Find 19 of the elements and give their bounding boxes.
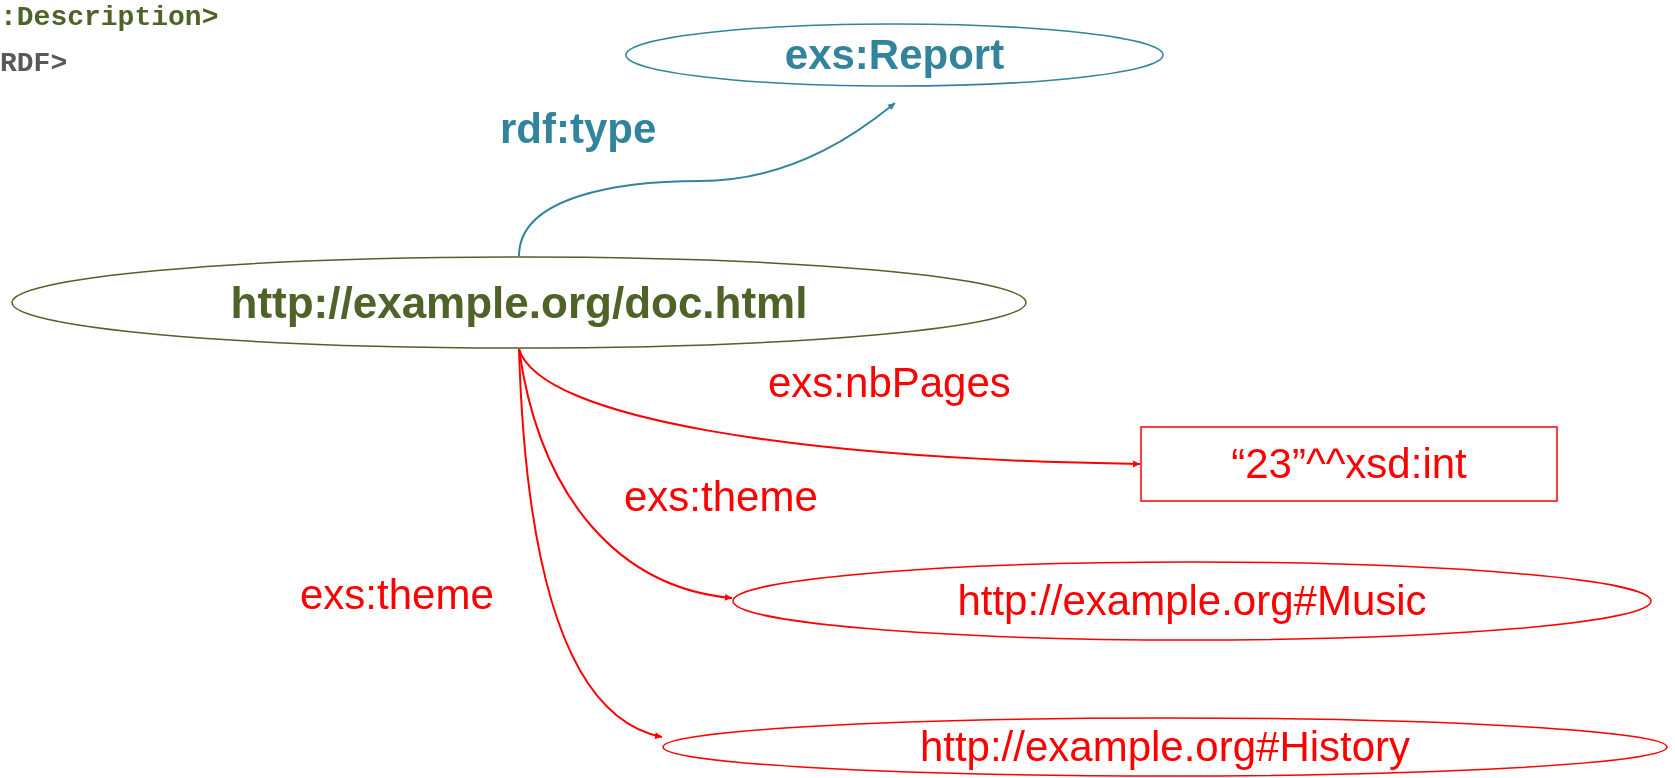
arrow bbox=[518, 348, 663, 739]
node-label: “23”^^xsd:int bbox=[1231, 443, 1467, 485]
edge-label: exs:theme bbox=[624, 476, 818, 518]
class-ellipse bbox=[625, 23, 1164, 87]
arrow bbox=[518, 102, 896, 257]
code-text: RDF> bbox=[0, 50, 68, 78]
resource-ellipse bbox=[732, 561, 1652, 641]
edge-label: rdf:type bbox=[500, 108, 657, 150]
node-label: exs:Report bbox=[784, 34, 1005, 76]
resource-ellipse bbox=[11, 256, 1027, 349]
literal-box bbox=[1140, 426, 1558, 502]
edge-label: exs:theme bbox=[300, 574, 494, 616]
node-label: http://example.org#History bbox=[919, 726, 1411, 768]
node-label: http://example.org/doc.html bbox=[230, 280, 808, 325]
resource-ellipse bbox=[662, 717, 1668, 777]
node-label: http://example.org#Music bbox=[957, 580, 1427, 622]
edge-label: exs:nbPages bbox=[768, 362, 1011, 404]
code-text: :Description> bbox=[0, 4, 219, 32]
arrow bbox=[518, 348, 1141, 468]
